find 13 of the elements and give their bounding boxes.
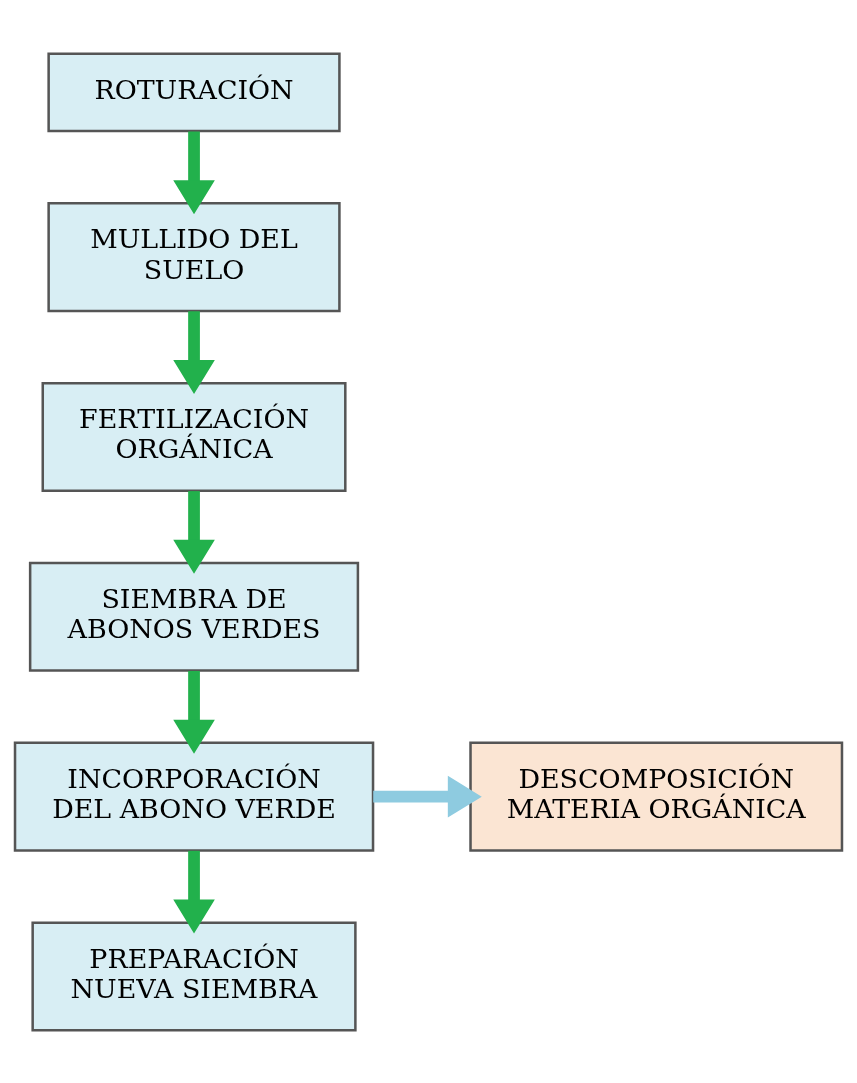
arrow: [173, 131, 215, 214]
node-box: ROTURACIÓN: [47, 51, 341, 132]
node-box: FERTILIZACIÓN ORGÁNICA: [41, 381, 347, 492]
arrow: [173, 670, 215, 754]
node-box: MULLIDO DEL SUELO: [47, 201, 341, 312]
arrow: [173, 490, 215, 574]
node-box: INCORPORACIÓN DEL ABONO VERDE: [13, 741, 375, 852]
arrow: [373, 775, 482, 817]
arrow: [173, 850, 215, 933]
node-box: PREPARACIÓN NUEVA SIEMBRA: [31, 920, 357, 1032]
node-box: SIEMBRA DE ABONOS VERDES: [28, 561, 360, 672]
node-box: DESCOMPOSICIÓN MATERIA ORGÁNICA: [469, 741, 844, 852]
arrow: [173, 310, 215, 394]
